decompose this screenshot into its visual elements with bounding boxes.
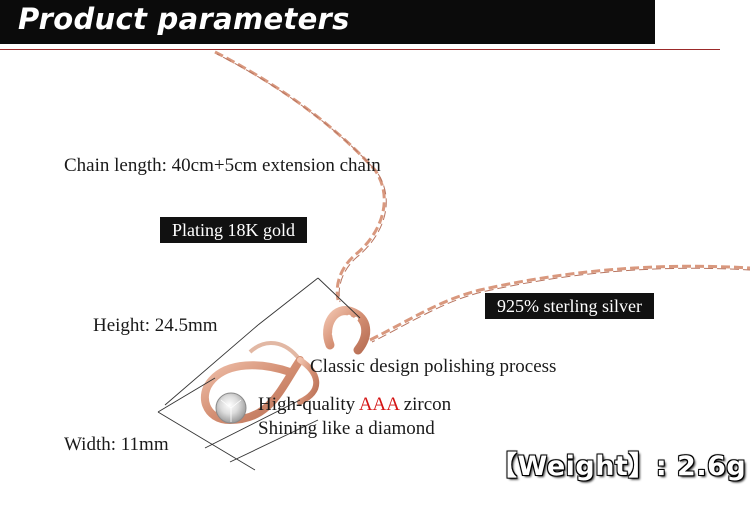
pendant-bail [323, 306, 371, 355]
height-label: Height: 24.5mm [93, 315, 218, 336]
dimension-lines [157, 277, 361, 471]
page-title: Product parameters [18, 2, 350, 36]
chain-right [369, 264, 750, 343]
header-bar: Product parameters [0, 0, 655, 44]
chain-length-label: Chain length: 40cm+5cm extension chain [64, 155, 381, 176]
chain-left [214, 50, 387, 303]
width-label: Width: 11mm [64, 434, 169, 455]
plating-tag: Plating 18K gold [160, 217, 308, 243]
design-label: Classic design polishing process [310, 356, 557, 377]
shine-label: Shining like a diamond [258, 418, 435, 439]
silver-tag: 925% sterling silver [485, 293, 654, 319]
pendant-body [200, 340, 320, 425]
zircon-prefix: High-quality [258, 394, 359, 415]
weight-label: 【Weight】: 2.6g [490, 451, 747, 482]
zircon-grade: AAA [358, 394, 399, 415]
zircon-label: High-quality AAA zircon [258, 394, 451, 416]
header-divider [0, 49, 720, 50]
zircon-suffix: zircon [398, 394, 452, 415]
